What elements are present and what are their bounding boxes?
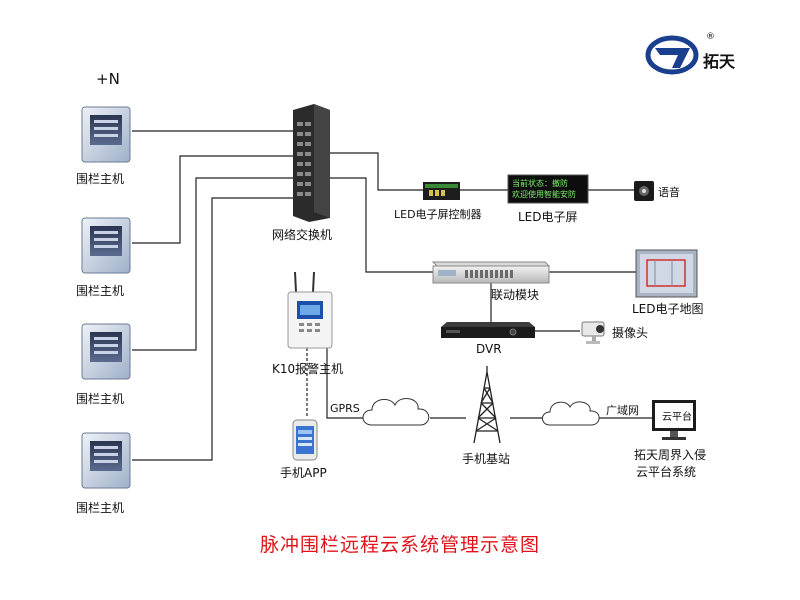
led-screen-text: 当前状态：撤防 欢迎使用智能安防 (512, 178, 588, 200)
fence-host-label-3: 围栏主机 (76, 392, 125, 406)
cloud-platform-screen-text: 云平台 (662, 412, 692, 423)
fence-host-3 (81, 323, 131, 380)
led-screen-line-2: 欢迎使用智能安防 (512, 190, 576, 199)
link-host2-switch (132, 155, 293, 244)
network-switch-icon (293, 104, 330, 222)
led-screen-icon (507, 174, 589, 204)
led-controller-icon (423, 182, 460, 200)
fence-host-label-4: 围栏主机 (76, 501, 125, 515)
link-host4-switch (132, 197, 293, 461)
registered-mark: ® (706, 32, 715, 42)
led-controller-label: LED电子屏控制器 (394, 208, 482, 221)
speaker-icon (634, 181, 654, 201)
fence-host-4 (81, 432, 131, 489)
link-switch-linkage (327, 177, 433, 273)
wan-label: 广域网 (606, 404, 639, 417)
led-map-icon (635, 249, 698, 298)
dvr-icon (441, 322, 535, 338)
phone-icon (292, 419, 318, 461)
link-switch-ledctrl (327, 152, 423, 191)
dvr-label: DVR (476, 342, 502, 356)
linkage-module-label: 联动模块 (491, 288, 540, 302)
connection-lines (132, 130, 652, 461)
camera-label: 摄像头 (612, 326, 649, 340)
cloud-platform-monitor-icon (652, 400, 696, 440)
link-alarm-gprs (326, 348, 366, 419)
cell-tower-icon (473, 366, 501, 444)
base-station-label: 手机基站 (462, 452, 511, 466)
led-screen-line-1: 当前状态：撤防 (512, 179, 568, 188)
cloud-platform-label-1: 拓天周界入侵 (634, 448, 707, 462)
plus-n-label: +N (96, 70, 120, 88)
fence-host-label-2: 围栏主机 (76, 284, 125, 298)
speaker-label: 语音 (658, 186, 680, 199)
switch-label: 网络交换机 (272, 228, 333, 242)
k10-alarm-host-icon (287, 271, 333, 349)
linkage-module-icon (431, 261, 551, 284)
alarm-host-label: K10报警主机 (272, 362, 344, 376)
gprs-label: GPRS (330, 402, 360, 415)
led-screen-label: LED电子屏 (518, 210, 578, 224)
fence-host-1 (81, 106, 131, 163)
cloud-icon (362, 398, 430, 426)
brand-logo-icon (645, 35, 699, 75)
led-map-label: LED电子地图 (632, 302, 704, 316)
phone-app-label: 手机APP (280, 466, 327, 480)
brand-name: 拓天 (703, 52, 736, 71)
diagram-title: 脉冲围栏远程云系统管理示意图 (259, 534, 540, 556)
fence-host-label-1: 围栏主机 (76, 172, 125, 186)
camera-icon (581, 321, 605, 344)
link-host3-switch (132, 177, 293, 351)
cloud-icon-2 (542, 401, 600, 426)
cloud-platform-label-2: 云平台系统 (636, 465, 697, 479)
fence-host-2 (81, 217, 131, 274)
